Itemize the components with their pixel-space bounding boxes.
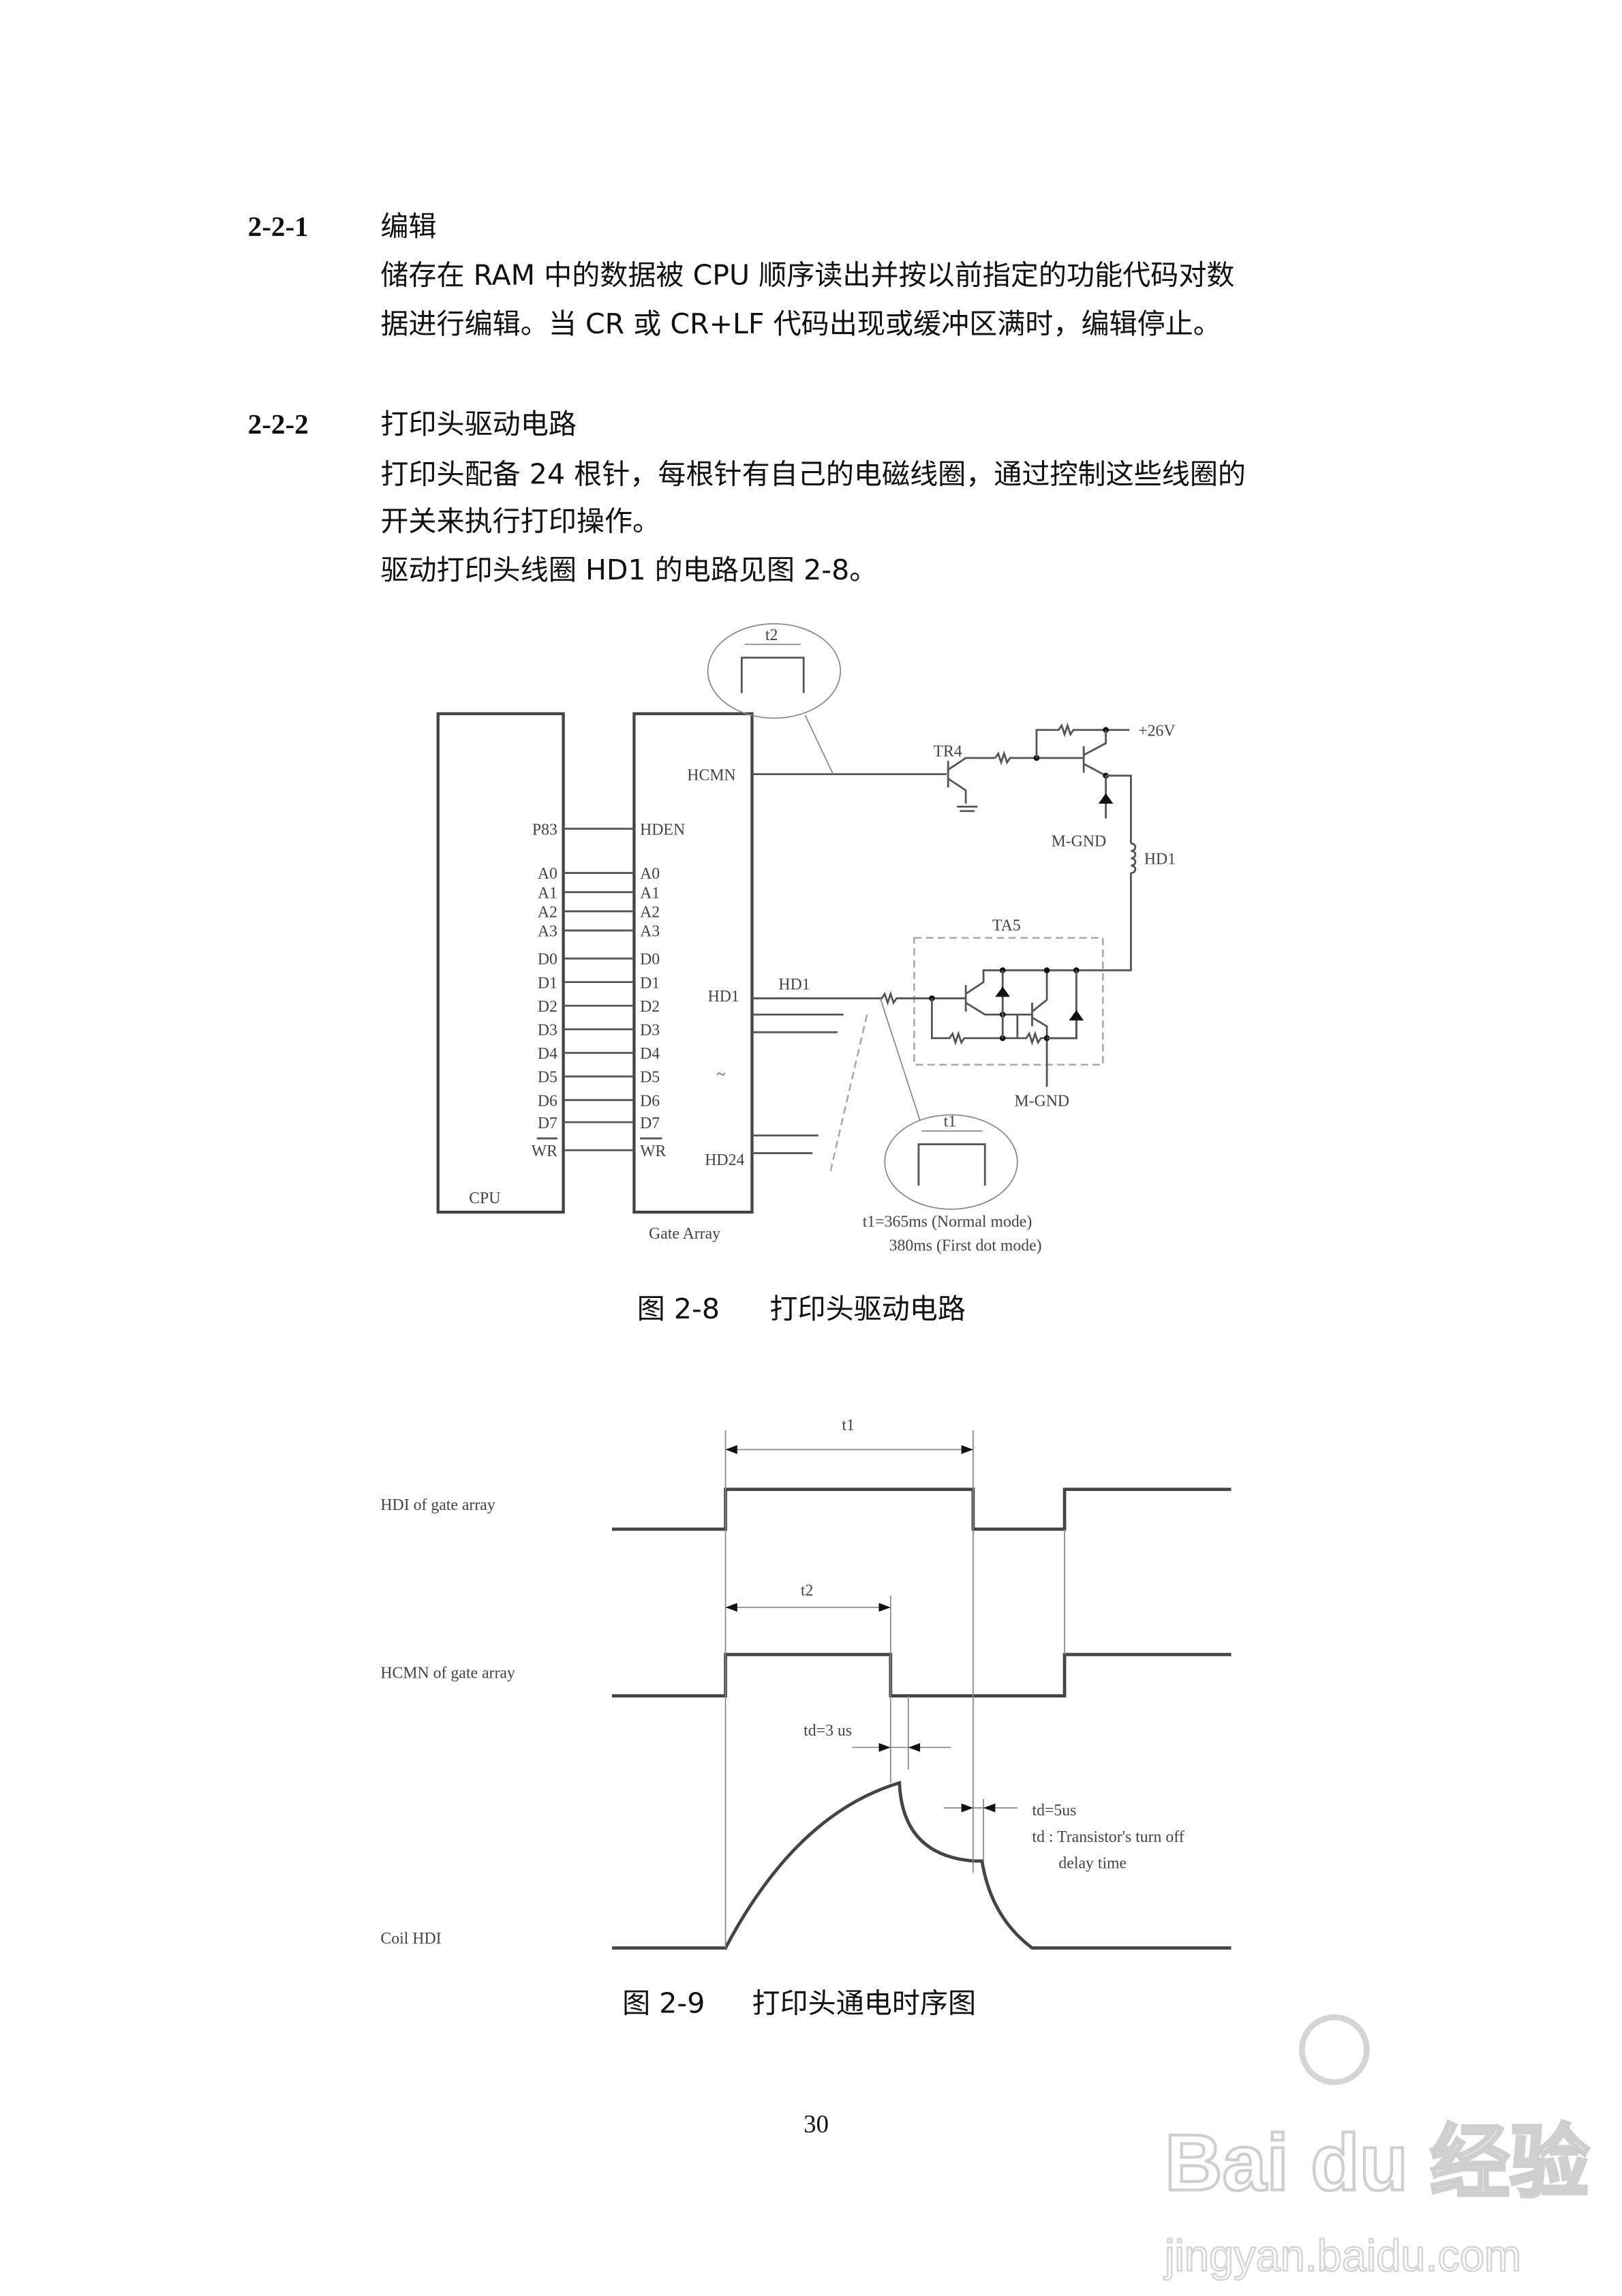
gate-pin-label: A0: [640, 865, 660, 883]
gate-pin-label: D7: [640, 1115, 660, 1132]
paragraph-line: 驱动打印头线圈 HD1 的电路见图 2-8。: [380, 554, 877, 586]
hcmn-label: HCMN of gate array: [380, 1665, 515, 1682]
cpu-pin-label: D0: [538, 951, 557, 969]
svg-text:jingyan.baidu.com: jingyan.baidu.com: [1163, 2231, 1521, 2280]
ta5-box: [913, 937, 1104, 1066]
t1-label: t1: [944, 1113, 957, 1131]
t2-label: t2: [801, 1582, 814, 1600]
gate-pin-label: A1: [640, 884, 660, 902]
section-title: 编辑: [380, 210, 436, 243]
paragraph-line: 开关来执行打印操作。: [380, 505, 660, 538]
hdi-waveform: [611, 1487, 1231, 1531]
cpu-pin-label: P83: [532, 821, 557, 839]
cpu-pin-label: D6: [538, 1092, 557, 1110]
gate-pin-label: D6: [640, 1092, 660, 1110]
gate-pin-label: D5: [640, 1069, 660, 1087]
t1-label: t1: [842, 1417, 855, 1434]
paw-icon: [1298, 2014, 1370, 2085]
coil-label: Coil HDI: [380, 1930, 441, 1948]
cpu-pin-label: WR: [532, 1143, 557, 1160]
section-number: 2-2-1: [248, 211, 309, 242]
pnp-transistor-icon: [1082, 729, 1107, 777]
cpu-pin-label: D2: [538, 998, 557, 1016]
t2-label: t2: [765, 626, 778, 644]
paragraph-line: 打印头配备 24 根针，每根针有自己的电磁线圈，通过控制这些线圈的: [380, 458, 1246, 491]
svg-text:Bai du 经验: Bai du 经验: [1165, 2117, 1589, 2207]
ellipsis-squiggle: ~: [717, 1066, 726, 1083]
cpu-pin-label: A2: [538, 903, 557, 921]
cpu-pin-label: A0: [538, 865, 557, 883]
coil-label: HD1: [1144, 851, 1176, 868]
page-number: 30: [804, 2110, 829, 2138]
cpu-pin-label: D4: [538, 1045, 557, 1063]
diode-icon: [995, 986, 1011, 997]
gate-pin-label: D0: [640, 951, 660, 969]
gate-pin-label: A2: [640, 903, 660, 921]
figure-caption-number: 图 2-9: [622, 1987, 705, 2020]
hcmn-pin-label: HCMN: [687, 766, 735, 784]
gate-pin-label: HDEN: [640, 821, 685, 839]
hdi-label: HDI of gate array: [380, 1496, 495, 1514]
cpu-label: CPU: [469, 1190, 500, 1207]
cpu-pin-label: D3: [538, 1022, 557, 1040]
supply-label: +26V: [1138, 722, 1175, 740]
mgnd-label: M-GND: [1052, 833, 1107, 851]
t1-bubble: [884, 1114, 1018, 1210]
td-note: delay time: [1058, 1855, 1127, 1873]
t2-bubble: [707, 623, 842, 719]
cpu-pin-label: A3: [538, 923, 557, 941]
td3-label: td=3 us: [804, 1722, 852, 1740]
cpu-pin-label: A1: [538, 884, 557, 902]
gate-pin-label: D1: [640, 974, 660, 992]
section-number: 2-2-2: [248, 408, 309, 440]
figure-caption-number: 图 2-8: [637, 1293, 720, 1325]
gate-pin-label: WR: [640, 1143, 666, 1160]
t1-note: t1=365ms (Normal mode): [863, 1213, 1032, 1231]
gate-pin-label: D4: [640, 1045, 660, 1063]
timing-diagram: HDI of gate array HCMN of gate array Coi…: [380, 1417, 1231, 1950]
baidu-watermark: Bai du 经验 jingyan.baidu.com: [1163, 2014, 1591, 2282]
hcmn-waveform: [611, 1652, 1231, 1697]
tr4-label: TR4: [934, 743, 962, 761]
gate-pin-label: A3: [640, 923, 660, 941]
cpu-block: [436, 712, 565, 1214]
t1-note: 380ms (First dot mode): [889, 1237, 1042, 1254]
paragraph-line: 据进行编辑。当 CR 或 CR+LF 代码出现或缓冲区满时，编辑停止。: [380, 307, 1221, 340]
td5-label: td=5us: [1032, 1802, 1076, 1819]
paragraph-line: 储存在 RAM 中的数据被 CPU 顺序读出并按以前指定的功能代码对数: [380, 258, 1234, 291]
hd1-pin-label: HD1: [708, 988, 739, 1006]
coil-icon: [1131, 842, 1137, 874]
resistor-icon: [994, 750, 1084, 766]
gate-array-label: Gate Array: [649, 1225, 720, 1243]
cpu-pin-label: D7: [538, 1115, 557, 1132]
diode-icon: [1098, 793, 1114, 804]
hd1-wire-label: HD1: [778, 976, 810, 993]
gate-array-block: [632, 712, 754, 1214]
cpu-pin-label: D5: [538, 1069, 557, 1087]
gate-pin-label: D2: [640, 998, 660, 1016]
resistor-icon: [1035, 722, 1130, 758]
hd1-wire: [752, 991, 966, 1006]
section-title: 打印头驱动电路: [380, 408, 577, 440]
figure-caption: 打印头驱动电路: [769, 1293, 966, 1325]
coil-waveform: [611, 1781, 1231, 1950]
diode-icon: [1069, 1010, 1084, 1021]
figure-caption: 打印头通电时序图: [752, 1987, 976, 2020]
gate-pin-label: D3: [640, 1022, 660, 1040]
cpu-pin-label: D1: [538, 974, 557, 992]
ta5-label: TA5: [992, 917, 1021, 935]
mgnd-label: M-GND: [1015, 1092, 1070, 1110]
tr4-transistor-icon: [947, 757, 996, 813]
td-note: td : Transistor's turn off: [1032, 1828, 1184, 1846]
hd24-pin-label: HD24: [705, 1151, 744, 1169]
